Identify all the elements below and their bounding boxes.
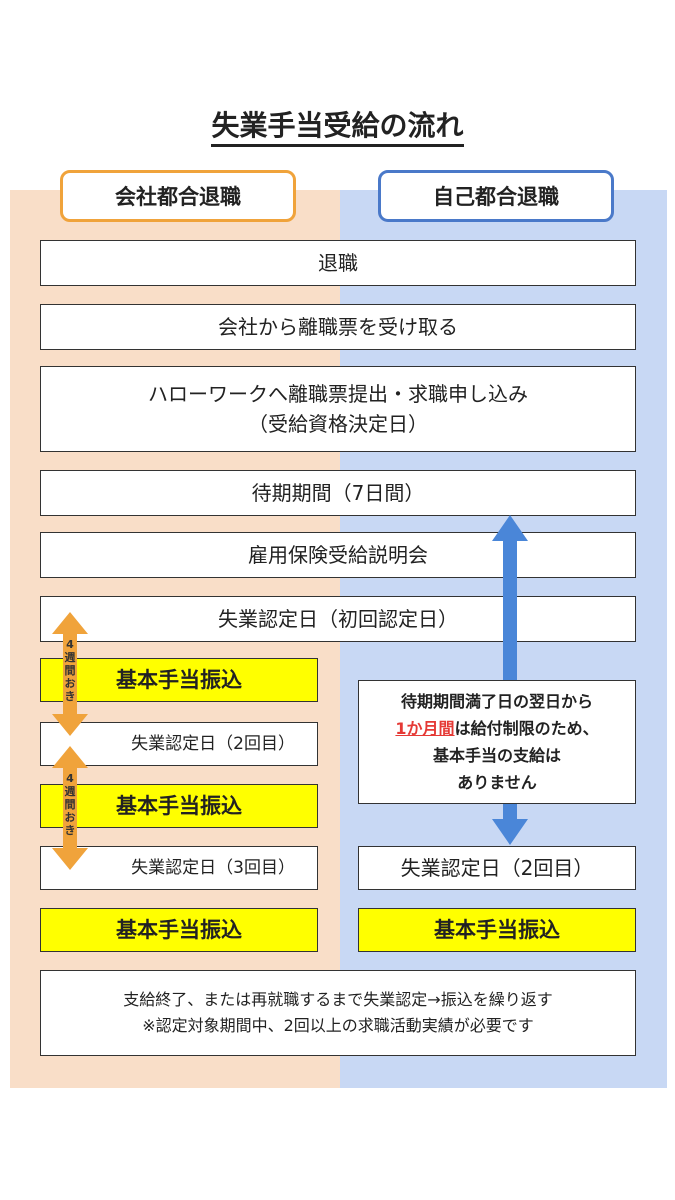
benefit-restriction-note: 待期期間満了日の翌日から 1か月間は給付制限のため、 基本手当の支給は ありませ…	[358, 680, 636, 804]
certification-label: 失業認定日（3回目）	[131, 858, 295, 878]
step-label: 待期期間（7日間）	[251, 481, 425, 505]
step-label: 会社から離職票を受け取る	[218, 315, 458, 339]
repeat-instructions: 支給終了、または再就職するまで失業認定→振込を繰り返す ※認定対象期間中、2回以…	[40, 970, 636, 1056]
certification-label: 失業認定日（2回目）	[400, 856, 594, 880]
footer-line: 支給終了、または再就職するまで失業認定→振込を繰り返す	[123, 990, 553, 1009]
step-label: 雇用保険受給説明会	[248, 543, 428, 567]
step-receive-separation-slip: 会社から離職票を受け取る	[40, 304, 636, 350]
footer-note: ※認定対象期間中、2回以上の求職活動実績が必要です	[142, 1016, 534, 1035]
note-line: 1か月間は給付制限のため、	[395, 715, 598, 742]
payment-label: 基本手当振込	[434, 918, 560, 942]
header-self-reason: 自己都合退職	[378, 170, 614, 222]
left-certification-2: 失業認定日（2回目）	[40, 722, 318, 766]
step-label: 退職	[318, 251, 358, 275]
note-line: 基本手当の支給は	[432, 746, 561, 765]
step-first-certification-day: 失業認定日（初回認定日）	[40, 596, 636, 642]
note-line: ありません	[457, 773, 537, 792]
restriction-duration: 1か月間	[395, 719, 455, 738]
right-payment-1: 基本手当振込	[358, 908, 636, 952]
left-payment-1: 基本手当振込	[40, 658, 318, 702]
step-resignation: 退職	[40, 240, 636, 286]
left-certification-3: 失業認定日（3回目）	[40, 846, 318, 890]
interval-char: 間	[64, 798, 76, 811]
interval-char: 4	[66, 638, 74, 651]
interval-char: 間	[64, 664, 76, 677]
step-label: ハローワークへ離職票提出・求職申し込み	[148, 382, 528, 406]
interval-char: 週	[64, 651, 76, 664]
interval-char: 4	[66, 772, 74, 785]
step-sublabel: （受給資格決定日）	[248, 412, 428, 436]
left-payment-2: 基本手当振込	[40, 784, 318, 828]
payment-label: 基本手当振込	[116, 918, 242, 942]
four-week-interval-label-2: 4 週 間 お き	[62, 772, 78, 837]
step-waiting-period: 待期期間（7日間）	[40, 470, 636, 516]
interval-char: 週	[64, 785, 76, 798]
payment-label: 基本手当振込	[116, 668, 242, 692]
four-week-interval-arrow-2	[52, 746, 88, 870]
four-week-interval-label-1: 4 週 間 お き	[62, 638, 78, 703]
step-hello-work-application: ハローワークへ離職票提出・求職申し込み （受給資格決定日）	[40, 366, 636, 452]
interval-char: き	[64, 690, 76, 703]
interval-char: お	[64, 811, 76, 824]
step-label: 失業認定日（初回認定日）	[218, 607, 458, 631]
right-certification-2: 失業認定日（2回目）	[358, 846, 636, 890]
certification-label: 失業認定日（2回目）	[131, 734, 295, 754]
interval-char: き	[64, 824, 76, 837]
payment-label: 基本手当振込	[116, 794, 242, 818]
left-payment-3: 基本手当振込	[40, 908, 318, 952]
interval-char: お	[64, 677, 76, 690]
note-text: は給付制限のため、	[454, 719, 599, 738]
header-company-reason: 会社都合退職	[60, 170, 296, 222]
step-insurance-briefing: 雇用保険受給説明会	[40, 532, 636, 578]
page-title: 失業手当受給の流れ	[0, 104, 675, 147]
note-line: 待期期間満了日の翌日から	[400, 692, 593, 711]
four-week-interval-arrow-1	[52, 612, 88, 736]
